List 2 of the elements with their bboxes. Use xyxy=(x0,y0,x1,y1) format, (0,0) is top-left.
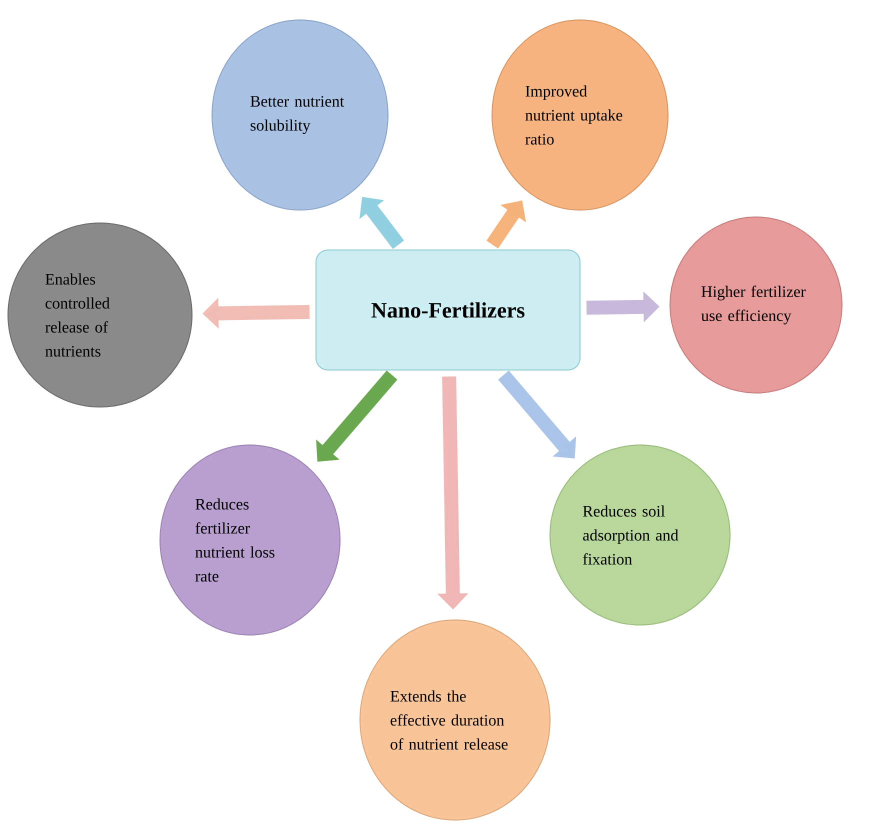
block-arrow xyxy=(316,370,398,462)
title-box: Nano-Fertilizers xyxy=(316,250,580,370)
